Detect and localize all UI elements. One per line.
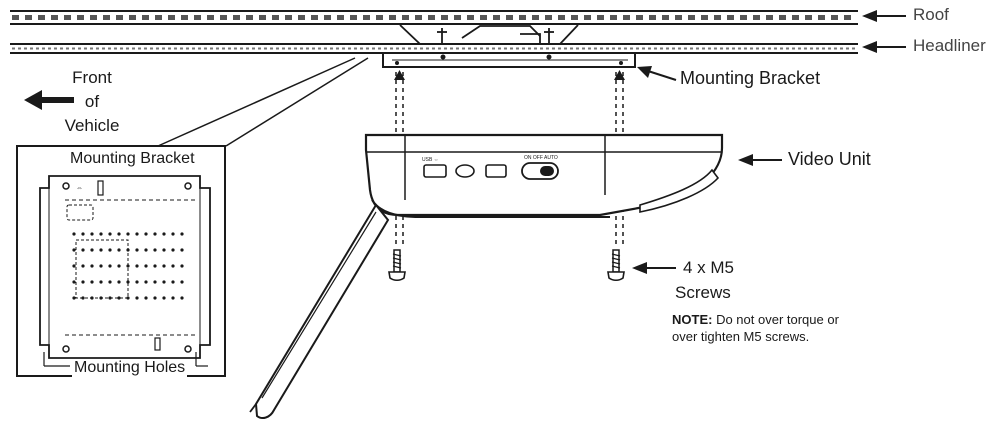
inset-title: Mounting Bracket — [70, 150, 195, 167]
mounting-bracket-label: Mounting Bracket — [680, 68, 821, 88]
note-text-1: Do not over torque or — [712, 312, 839, 327]
front-line-1: Front — [72, 68, 112, 87]
screws-arrow — [632, 262, 676, 274]
fold-down-screen — [249, 203, 390, 419]
screws-count-label: 4 x M5 — [683, 258, 735, 277]
svg-text:⇔: ⇔ — [76, 185, 83, 192]
bracket-hole-grid — [72, 232, 184, 300]
front-of-vehicle-label: Front of Vehicle — [52, 66, 132, 138]
inset-bracket-detail: ⇔ — [16, 145, 226, 377]
roof-panel — [10, 10, 858, 25]
front-line-2: of — [84, 92, 100, 111]
note-label: NOTE: — [672, 312, 713, 327]
mounting-bracket — [382, 52, 636, 68]
torque-note: NOTE: Do not over torque or over tighten… — [672, 311, 839, 345]
headliner-label: Headliner — [913, 36, 986, 55]
headliner-arrow — [862, 41, 906, 53]
svg-text:USB ⇔: USB ⇔ — [422, 157, 439, 163]
video-unit-arrow — [738, 154, 782, 166]
front-line-3: Vehicle — [64, 116, 120, 135]
roof-support-frame — [399, 24, 579, 45]
roof-label: Roof — [913, 5, 949, 24]
front-of-vehicle-arrow — [24, 90, 74, 110]
note-line-1: NOTE: Do not over torque or — [672, 311, 839, 328]
guide-arrowheads — [394, 70, 625, 80]
inset-callout-lines — [157, 57, 369, 147]
note-line-2: over tighten M5 screws. — [672, 329, 810, 344]
mounting-bracket-arrow — [637, 66, 677, 81]
roof-arrow — [862, 10, 906, 22]
mounting-holes-label: Mounting Holes — [72, 359, 188, 377]
screw-right — [607, 249, 625, 282]
video-unit: USB ⇔ ON OFF AUTO — [364, 133, 724, 218]
headliner-panel — [10, 43, 858, 54]
screw-left — [388, 249, 406, 282]
svg-text:ON OFF AUTO: ON OFF AUTO — [524, 155, 558, 161]
screws-name-label: Screws — [675, 283, 731, 302]
video-unit-label: Video Unit — [788, 149, 871, 169]
